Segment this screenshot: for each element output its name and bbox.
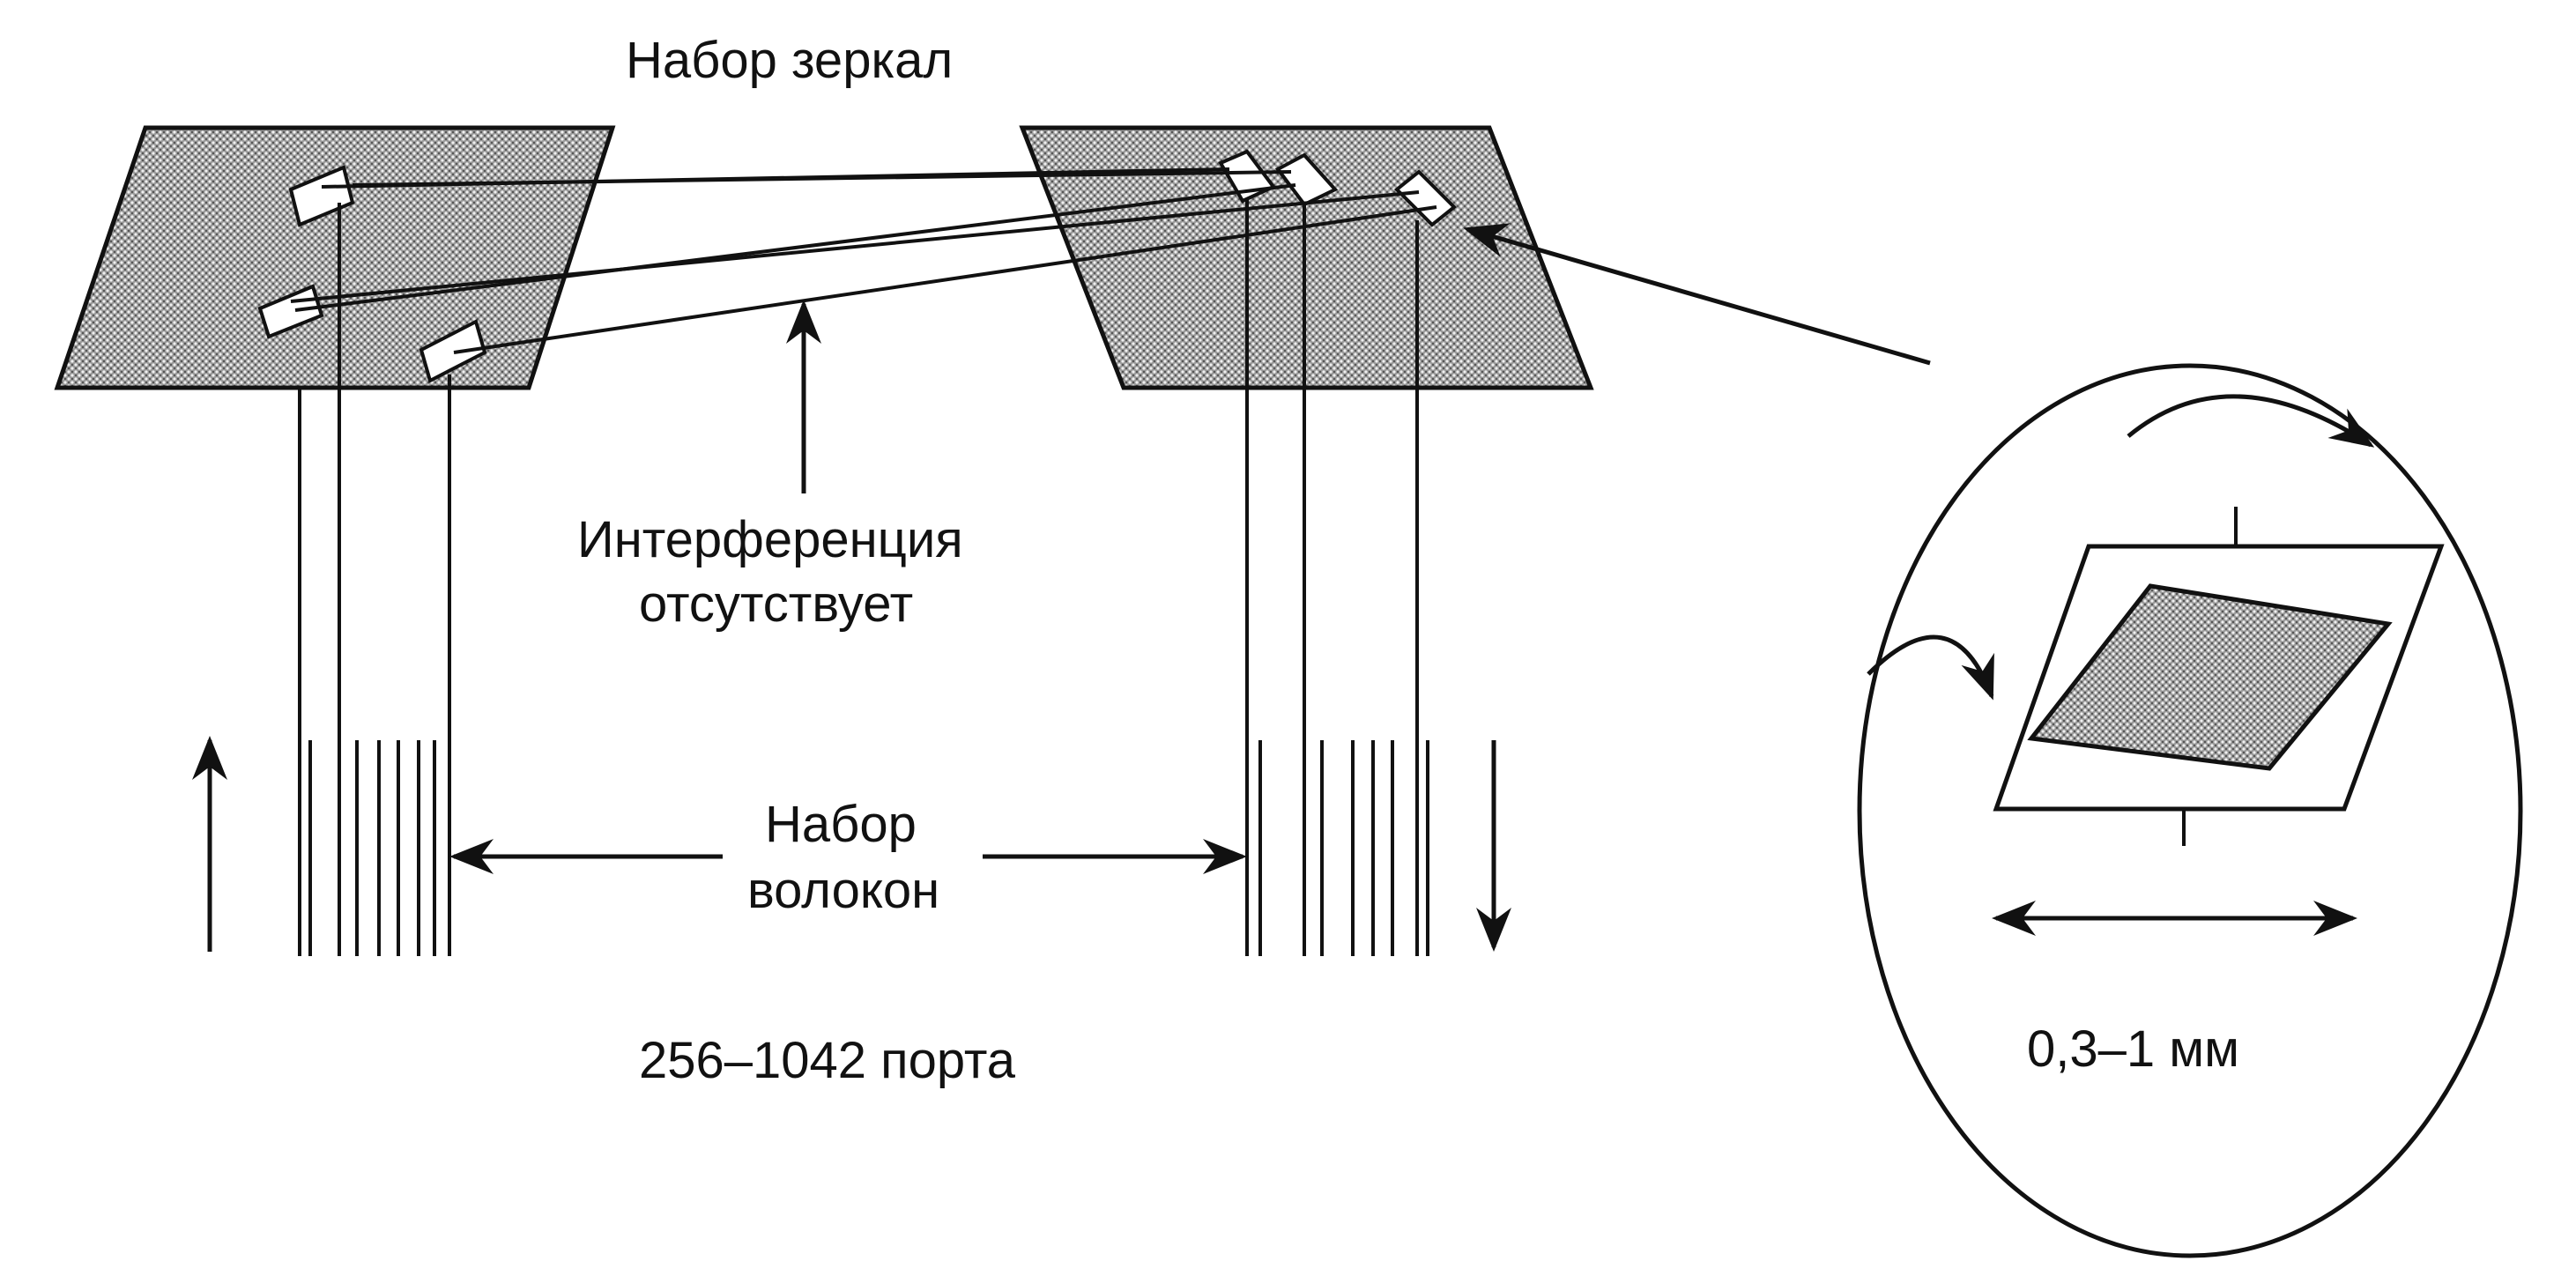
left-mirror-array (54, 125, 616, 390)
mirror-detail-callout (1857, 363, 2523, 1258)
optical-beams (290, 167, 1437, 354)
left-fiber-bundle (298, 203, 451, 956)
tilt-arrow-top (2127, 394, 2375, 448)
tilt-arrow-left (1867, 634, 1994, 701)
zoom-pointer-line (1463, 223, 1931, 366)
mirror-size-label: 0,3–1 мм (2027, 1020, 2239, 1078)
right-mirror-array (1019, 125, 1594, 390)
left-mirror-1 (288, 165, 355, 227)
right-mirror-3 (1394, 169, 1457, 227)
ports-label: 256–1042 порта (639, 1032, 1016, 1089)
left-mirror-3 (419, 319, 487, 383)
no-interference-label-line2: отсутствует (639, 575, 913, 633)
right-mirror-2 (1275, 152, 1339, 207)
right-fiber-bundle (1245, 198, 1429, 956)
fiber-set-label-line1: Набор (765, 796, 917, 853)
fiber-set-label-line2: волокон (747, 862, 939, 919)
no-interference-label-line1: Интерференция (577, 511, 963, 568)
mirror-set-label: Набор зеркал (626, 32, 953, 89)
tilt-mirror-plate (2027, 583, 2393, 771)
